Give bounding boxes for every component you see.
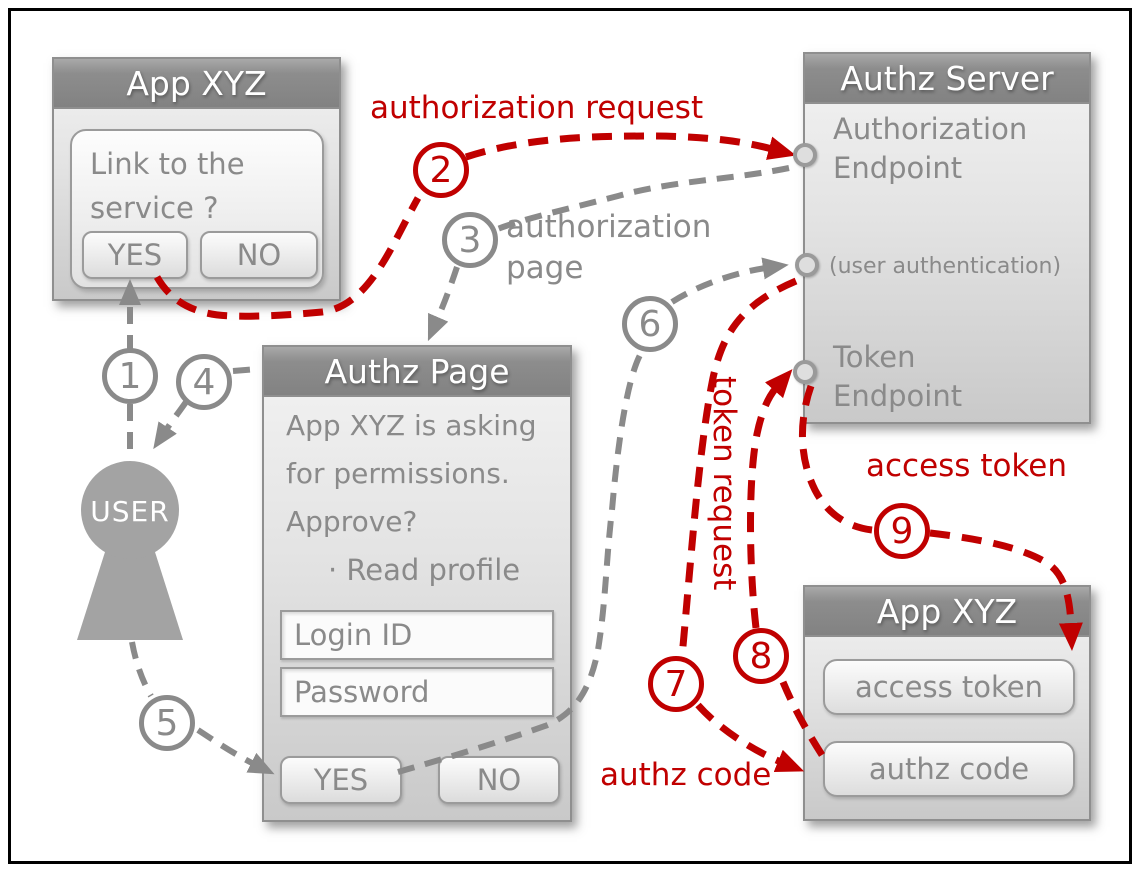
- token-endpoint-label: Token Endpoint: [833, 340, 963, 414]
- token-endpoint-port: [793, 360, 817, 384]
- app-top-yes-button[interactable]: YES: [82, 231, 188, 279]
- window-app-top: App XYZ Link to the service ? YES NO: [52, 57, 341, 301]
- flow-7-arrow: [695, 702, 805, 772]
- window-authz-page: Authz Page App XYZ is asking for permiss…: [262, 345, 572, 822]
- window-authz-page-titlebar: Authz Page: [264, 347, 570, 397]
- flow-3-arrow: [427, 266, 460, 342]
- flow-2-arrow: [464, 132, 797, 161]
- step-7-badge: 7: [648, 656, 704, 712]
- password-input[interactable]: [280, 667, 554, 717]
- user-actor-label: USER: [90, 495, 170, 528]
- user-authentication-label: (user authentication): [829, 254, 1062, 279]
- consent-message-line: Approve?: [286, 505, 418, 538]
- permission-scope-item: · Read profile: [328, 553, 521, 587]
- window-authz-server-titlebar: Authz Server: [805, 54, 1089, 104]
- authorization-endpoint-port: [793, 143, 817, 167]
- step-8-badge: 8: [733, 628, 789, 684]
- login-id-input[interactable]: [280, 610, 554, 660]
- user-figure: [77, 461, 183, 640]
- window-app-bottom-titlebar: App XYZ: [805, 587, 1089, 637]
- window-authz-page-title: Authz Page: [324, 351, 510, 391]
- window-app-bottom-title: App XYZ: [876, 591, 1018, 631]
- window-app-top-titlebar: App XYZ: [54, 59, 339, 109]
- user-authentication-port: [795, 253, 819, 277]
- flow-4-arrow: [232, 366, 259, 374]
- consent-message-line: App XYZ is asking: [286, 409, 537, 442]
- step-5-badge: 5: [139, 695, 195, 751]
- app-top-no-button[interactable]: NO: [200, 231, 318, 279]
- step-2-badge: 2: [413, 142, 469, 198]
- step-3-badge: 3: [442, 212, 498, 268]
- flow-5-arrow: [196, 727, 275, 775]
- flow-8-arrow: [747, 369, 793, 629]
- step-6-badge: 6: [622, 296, 678, 352]
- access-token-pill: access token: [823, 659, 1075, 715]
- authz-code-label: authz code: [600, 757, 772, 793]
- access-token-label: access token: [866, 448, 1068, 484]
- authorization-request-label: authorization request: [370, 90, 704, 126]
- step-9-badge: 9: [874, 503, 930, 559]
- authz-page-no-button[interactable]: NO: [438, 756, 560, 804]
- window-authz-server-title: Authz Server: [840, 58, 1054, 98]
- window-app-top-title: App XYZ: [126, 63, 267, 103]
- authorization-page-label: authorization page: [506, 209, 712, 286]
- flow-4-arrow: [153, 400, 189, 450]
- authorization-endpoint-label: Authorization Endpoint: [833, 112, 1028, 186]
- step-1-badge: 1: [102, 348, 158, 404]
- consent-message-line: for permissions.: [286, 457, 510, 490]
- token-request-label: token request: [706, 376, 742, 591]
- link-dialog-prompt: Link to the service ?: [90, 147, 245, 225]
- flow-5-arrow: [129, 641, 154, 698]
- window-authz-server: Authz Server Authorization Endpoint (use…: [803, 52, 1091, 424]
- link-dialog-panel: Link to the service ? YES NO: [70, 129, 324, 289]
- authz-code-pill: authz code: [823, 741, 1075, 797]
- window-app-bottom: App XYZ access token authz code: [803, 585, 1091, 821]
- consent-message: App XYZ is asking for permissions. Appro…: [286, 402, 537, 546]
- step-4-badge: 4: [176, 354, 232, 410]
- authz-page-yes-button[interactable]: YES: [280, 756, 402, 804]
